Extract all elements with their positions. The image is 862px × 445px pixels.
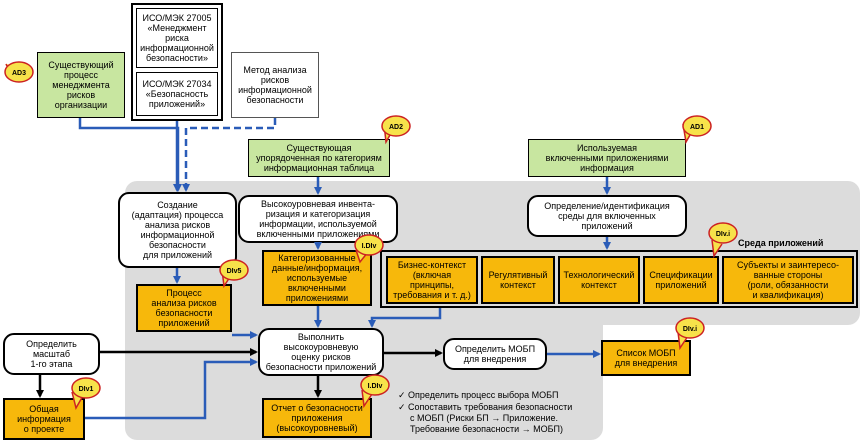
badge-ad3: AD3: [4, 61, 34, 83]
application-specs-box: Спецификации приложений: [643, 256, 719, 304]
checklist-item-3: с МОБП (Риски БП → Приложение.: [410, 413, 559, 423]
badge-idiv-categorized: I.DIv: [354, 234, 384, 264]
checklist-item-1: ✓ Определить процесс выбора МОБП: [398, 390, 559, 400]
badge-div1-label: DIv1: [79, 386, 94, 393]
define-mobp-step: Определить МОБП для внедрения: [443, 338, 547, 370]
badge-ad1-label: AD1: [690, 124, 704, 131]
badge-ad3-label: AD3: [12, 70, 26, 77]
existing-risk-process-box: Существующий процесс менеджмента рисков …: [37, 52, 125, 118]
risk-method-box: Метод анализа рисков информационной безо…: [231, 52, 319, 118]
badge-div5: DIv5: [219, 259, 249, 289]
badge-idiv-categorized-label: I.DIv: [362, 243, 377, 250]
badge-ad2-label: AD2: [389, 124, 403, 131]
badge-div1: DIv1: [71, 377, 101, 410]
info-table-box: Существующая упорядоченная по категориям…: [248, 139, 390, 177]
create-process-step: Создание (адаптация) процесса анализа ри…: [118, 192, 237, 268]
badge-div-i-list-label: DIv.i: [683, 326, 697, 333]
scope-step: Определить масштаб 1-го этапа: [3, 333, 100, 375]
used-info-box: Используемая включенными приложениями ин…: [528, 139, 686, 177]
badge-idiv-report-label: I.DIv: [368, 383, 383, 390]
regulatory-context-box: Регулятивный контекст: [481, 256, 555, 304]
arrow-frame-to-perform: [368, 308, 442, 328]
security-report-box: Отчет о безопасности приложения (высокоу…: [262, 398, 372, 438]
categorized-data-box: Категоризованные данные/информация, испо…: [262, 250, 372, 306]
stakeholders-box: Субъекты и заинтересо- ванные стороны (р…: [722, 256, 854, 304]
badge-div-i-list: DIv.i: [675, 317, 705, 351]
business-context-box: Бизнес-контекст (включая принципы, требо…: [386, 256, 478, 304]
badge-div-i-env-label: DIv.i: [716, 231, 730, 238]
arrow-existing-to-create: [78, 118, 182, 192]
badge-ad2: AD2: [381, 115, 411, 145]
technological-context-box: Технологический контекст: [558, 256, 640, 304]
iso-27005-box: ИСО/МЭК 27005 «Менеджмент риска информац…: [136, 8, 218, 68]
iso-27034-box: ИСО/МЭК 27034 «Безопасность приложений»: [136, 72, 218, 116]
general-info-box: Общая информация о проекте: [3, 398, 85, 440]
badge-div5-label: DIv5: [227, 268, 242, 275]
perform-assessment-step: Выполнить высокоуровневую оценку рисков …: [258, 328, 384, 376]
badge-div-i-env: DIv.i: [708, 222, 738, 259]
environment-label: Среда приложений: [738, 238, 824, 248]
badge-ad1: AD1: [682, 115, 712, 145]
mobp-list-box: Список МОБП для внедрения: [601, 340, 691, 376]
env-identify-step: Определение/идентификация среды для вклю…: [527, 195, 687, 237]
arrow-method-to-create: [182, 118, 277, 192]
risk-analysis-process-box: Процесс анализа рисков безопасности прил…: [136, 284, 232, 332]
badge-idiv-report: I.DIv: [360, 374, 390, 409]
checklist-item-4: Требование безопасности → МОБП): [410, 424, 564, 434]
checklist-item-2: ✓ Сопоставить требования безопасности: [398, 402, 573, 412]
arrow-general-to-perform: [85, 358, 258, 420]
